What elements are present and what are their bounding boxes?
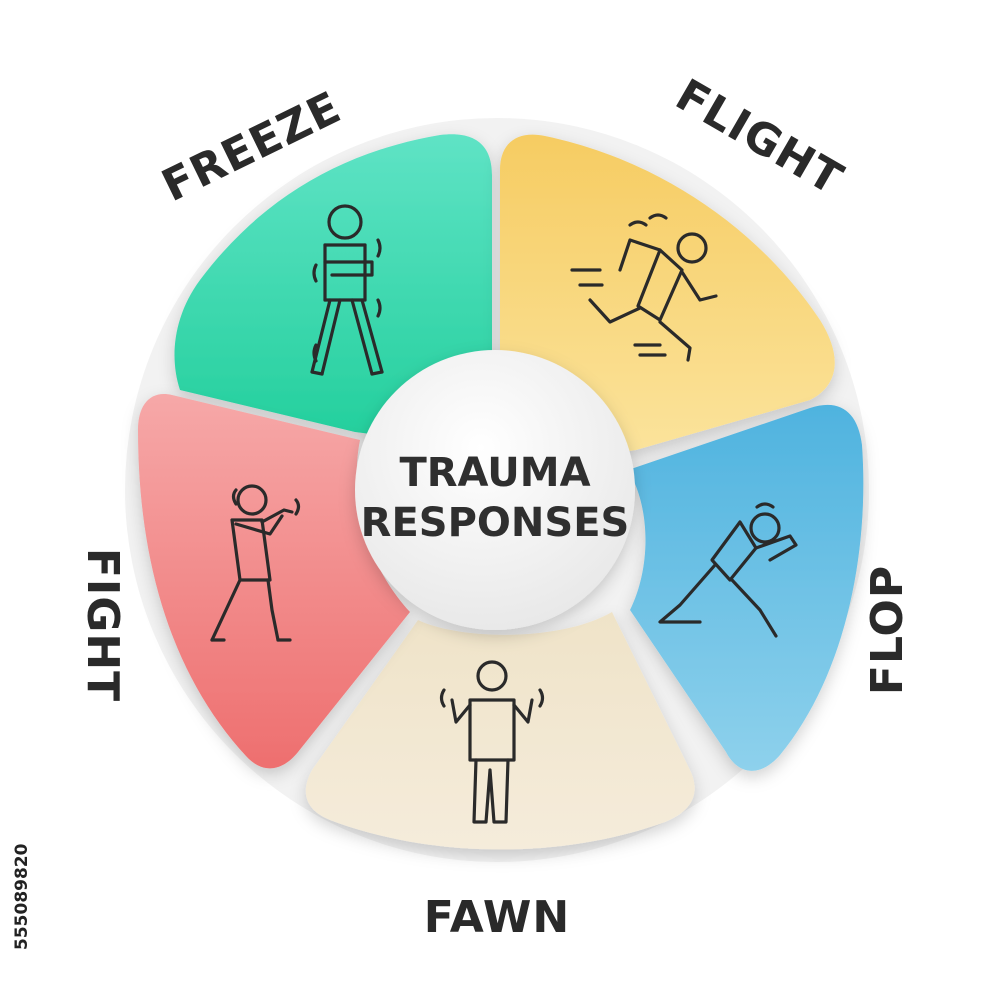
center-circle xyxy=(355,350,635,630)
running-figure-icon xyxy=(570,213,718,362)
center-title-line1: TRAUMA xyxy=(399,450,590,496)
center-title-line2: RESPONSES xyxy=(361,500,630,546)
freeze-figure-icon xyxy=(310,204,384,376)
label-fawn: FAWN xyxy=(424,892,570,943)
fighting-figure-icon xyxy=(210,484,301,642)
segment-freeze[interactable] xyxy=(174,134,493,446)
shrugging-figure-icon xyxy=(439,660,545,824)
kneeling-figure-icon xyxy=(658,502,798,638)
segment-flight[interactable] xyxy=(500,134,835,451)
segment-fawn[interactable] xyxy=(305,612,695,850)
segment-fight[interactable] xyxy=(138,394,410,769)
stock-id-text: 555089820 xyxy=(12,843,32,950)
label-fight: FIGHT xyxy=(77,548,128,702)
label-flop: FLOP xyxy=(862,565,913,695)
stock-id-watermark: 555089820 xyxy=(8,760,38,950)
segment-flop[interactable] xyxy=(628,404,864,771)
